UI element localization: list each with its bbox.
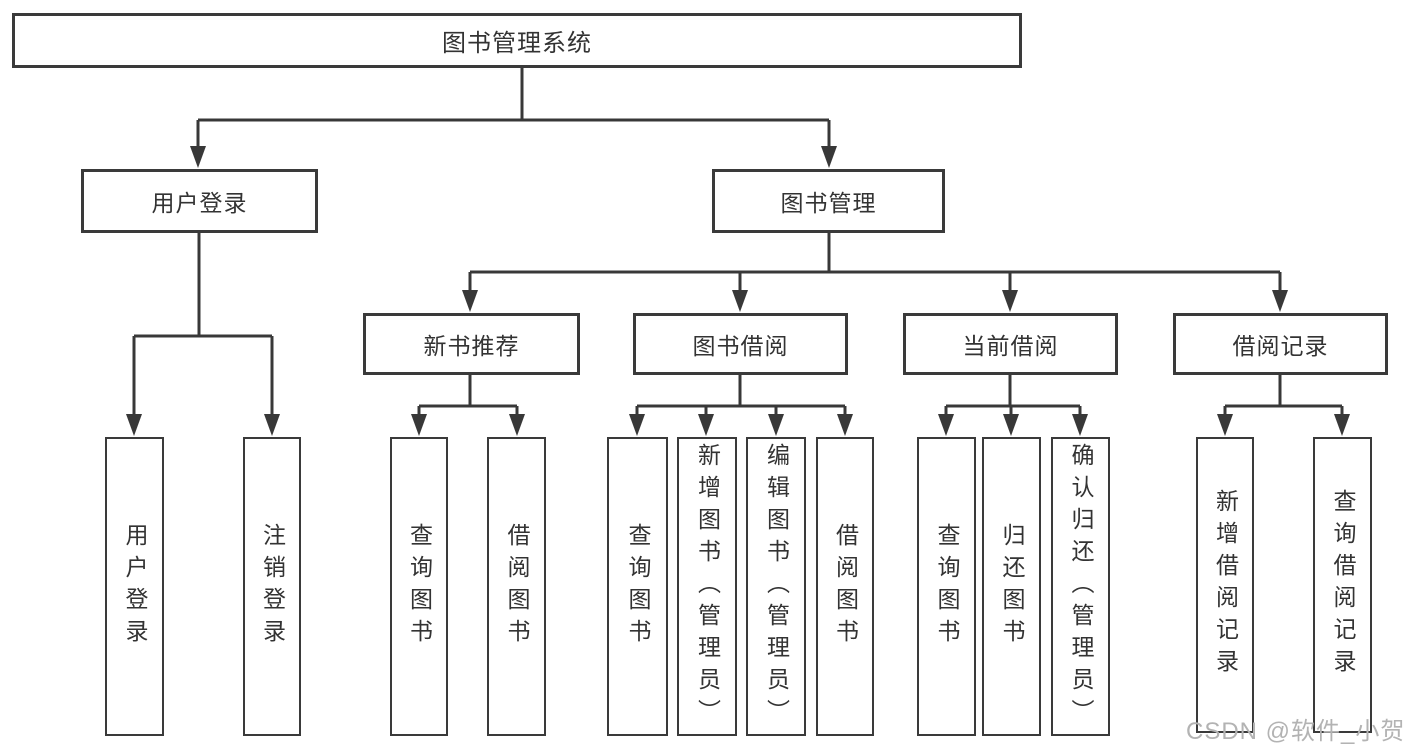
node-book-borrow: 图书借阅: [633, 313, 848, 375]
arrow-down-icon: [190, 146, 206, 168]
arrow-down-icon: [1334, 414, 1350, 436]
node-new-book-recommend: 新书推荐: [363, 313, 580, 375]
leaf-user-login-label: 用户登录: [122, 522, 148, 651]
arrow-down-icon: [411, 414, 427, 436]
leaf-record-add-record-label: 新增借阅记录: [1212, 489, 1239, 681]
node-user-login-label: 用户登录: [151, 190, 248, 216]
connector-book-management-branch: [468, 233, 1282, 294]
leaf-recommend-borrow-book-label: 借阅图书: [504, 522, 530, 651]
node-user-login: 用户登录: [81, 169, 318, 233]
arrowheads: [126, 146, 1350, 436]
node-root: 图书管理系统: [12, 13, 1022, 68]
arrow-down-icon: [629, 414, 645, 436]
arrow-down-icon: [938, 414, 954, 436]
leaf-borrow-borrow-book: 借阅图书: [816, 437, 874, 736]
connector-borrow-branch: [635, 375, 847, 418]
leaf-borrow-edit-book-admin: 编辑图书（管理员）: [746, 437, 806, 736]
node-current-borrow-label: 当前借阅: [962, 333, 1059, 359]
leaf-current-confirm-return-admin-label: 确认归还（管理员）: [1068, 442, 1094, 731]
arrow-down-icon: [698, 414, 714, 436]
connector-recommend-branch: [417, 375, 519, 418]
leaf-record-query-record-label: 查询借阅记录: [1330, 489, 1356, 681]
node-book-management-label: 图书管理: [780, 190, 877, 216]
node-root-label: 图书管理系统: [442, 30, 592, 57]
arrow-down-icon: [1217, 414, 1233, 436]
node-book-management: 图书管理: [712, 169, 945, 233]
node-borrow-record-label: 借阅记录: [1232, 333, 1329, 359]
connector-current-branch: [944, 375, 1082, 418]
connector-user-login-branch: [132, 233, 274, 418]
leaf-record-query-record: 查询借阅记录: [1313, 437, 1372, 733]
leaf-recommend-query-book: 查询图书: [390, 437, 448, 736]
arrow-down-icon: [1003, 414, 1019, 436]
leaf-logout-login: 注销登录: [243, 437, 301, 736]
arrow-down-icon: [821, 146, 837, 168]
leaf-logout-login-label: 注销登录: [259, 522, 286, 651]
arrow-down-icon: [837, 414, 853, 436]
leaf-record-add-record: 新增借阅记录: [1196, 437, 1254, 733]
arrow-down-icon: [1002, 290, 1018, 312]
node-new-book-recommend-label: 新书推荐: [423, 333, 520, 359]
connector-record-branch: [1223, 375, 1344, 418]
arrow-down-icon: [462, 290, 478, 312]
arrow-down-icon: [1272, 290, 1288, 312]
leaf-borrow-borrow-book-label: 借阅图书: [832, 522, 859, 651]
leaf-recommend-borrow-book: 借阅图书: [487, 437, 546, 736]
leaf-borrow-query-book-label: 查询图书: [625, 522, 651, 651]
leaf-current-return-book-label: 归还图书: [999, 522, 1025, 651]
leaf-borrow-add-book-admin: 新增图书（管理员）: [677, 437, 737, 736]
arrow-down-icon: [264, 414, 280, 436]
leaf-current-return-book: 归还图书: [982, 437, 1041, 736]
arrow-down-icon: [126, 414, 142, 436]
node-borrow-record: 借阅记录: [1173, 313, 1388, 375]
leaf-borrow-edit-book-admin-label: 编辑图书（管理员）: [763, 442, 790, 731]
node-current-borrow: 当前借阅: [903, 313, 1118, 375]
leaf-borrow-query-book: 查询图书: [607, 437, 668, 736]
arrow-down-icon: [732, 290, 748, 312]
node-book-borrow-label: 图书借阅: [692, 333, 789, 359]
leaf-current-query-book: 查询图书: [917, 437, 976, 736]
leaf-current-query-book-label: 查询图书: [934, 522, 960, 651]
arrow-down-icon: [768, 414, 784, 436]
leaf-borrow-add-book-admin-label: 新增图书（管理员）: [694, 442, 721, 731]
arrow-down-icon: [509, 414, 525, 436]
leaf-user-login: 用户登录: [105, 437, 164, 736]
csdn-watermark: CSDN @软件_小贺同学: [1186, 718, 1405, 745]
arrow-down-icon: [1072, 414, 1088, 436]
connector-root-branch: [196, 68, 831, 150]
leaf-current-confirm-return-admin: 确认归还（管理员）: [1051, 437, 1110, 736]
leaf-recommend-query-book-label: 查询图书: [406, 522, 433, 651]
